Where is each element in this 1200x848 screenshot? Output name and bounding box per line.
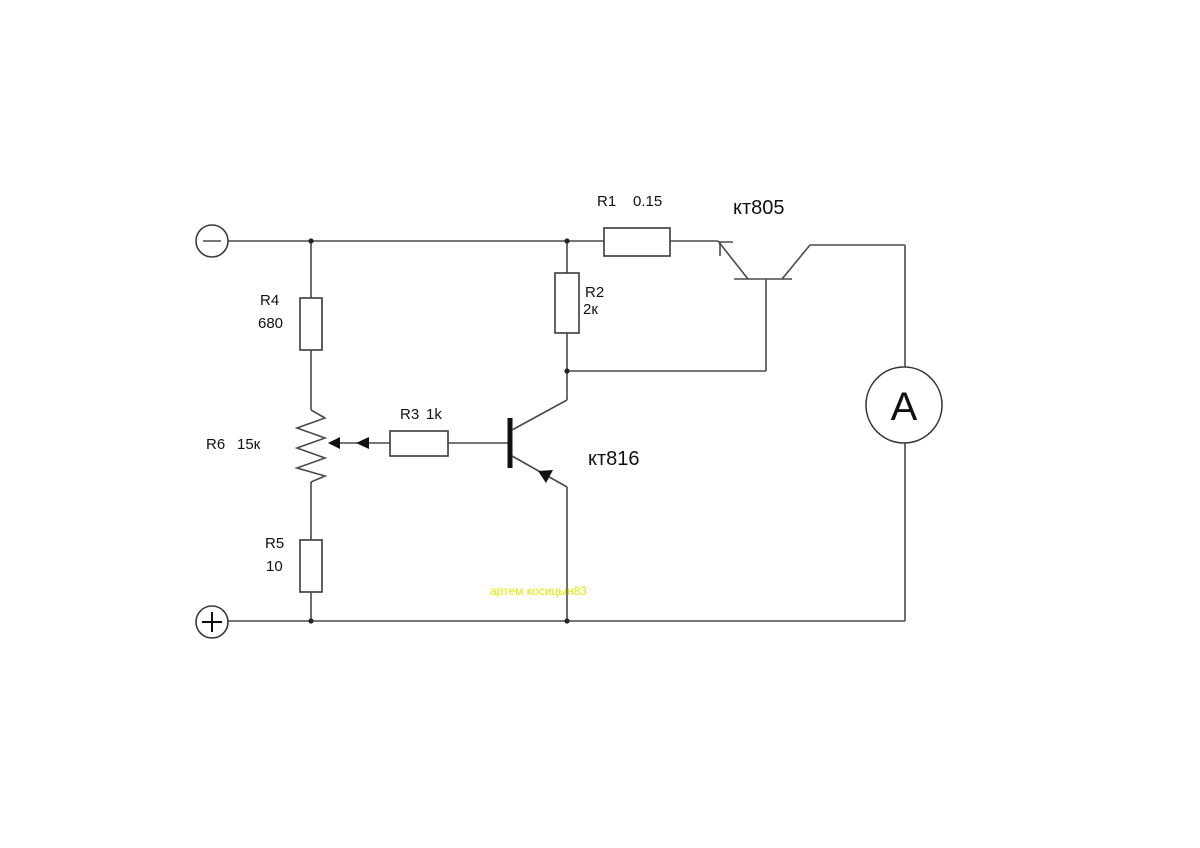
- resistor-r3: [389, 430, 449, 457]
- r4-value: 680: [258, 315, 283, 332]
- junction-node: [564, 238, 570, 244]
- kt816-label: кт816: [588, 448, 640, 470]
- emitter-arrow-icon: [538, 470, 553, 483]
- r1-value: 0.15: [633, 193, 662, 210]
- r6-name: R6: [206, 436, 225, 453]
- r6-value: 15к: [237, 436, 261, 453]
- resistor-r4: [299, 297, 323, 351]
- ammeter-symbol: A: [891, 385, 918, 429]
- r2-value: 2к: [583, 301, 598, 318]
- junction-node: [564, 618, 570, 624]
- transistor-kt816: [507, 399, 568, 488]
- junction-node: [564, 368, 570, 374]
- ammeter: A: [865, 366, 943, 444]
- emitter-arrow-icon: [719, 241, 733, 256]
- resistor-r5: [299, 539, 323, 593]
- positive-terminal: [195, 605, 229, 639]
- r5-name: R5: [265, 535, 284, 552]
- transistor-kt805: [717, 240, 811, 280]
- r3-value: 1k: [426, 406, 442, 423]
- junction-nodes: [308, 238, 570, 624]
- junction-node: [308, 238, 314, 244]
- resistor-r2: [554, 272, 580, 334]
- r3-name: R3: [400, 406, 419, 423]
- resistor-r1: [603, 227, 671, 257]
- kt805-label: кт805: [733, 197, 785, 219]
- r2-name: R2: [585, 284, 604, 301]
- r5-value: 10: [266, 558, 283, 575]
- r4-name: R4: [260, 292, 279, 309]
- potentiometer-r6: [294, 409, 354, 483]
- signal-arrow-icon: [356, 437, 369, 449]
- r1-name: R1: [597, 193, 616, 210]
- negative-terminal: [195, 224, 229, 258]
- author-watermark: артем косицын83: [490, 584, 587, 598]
- wiper-arrow-icon: [328, 437, 340, 449]
- junction-node: [308, 618, 314, 624]
